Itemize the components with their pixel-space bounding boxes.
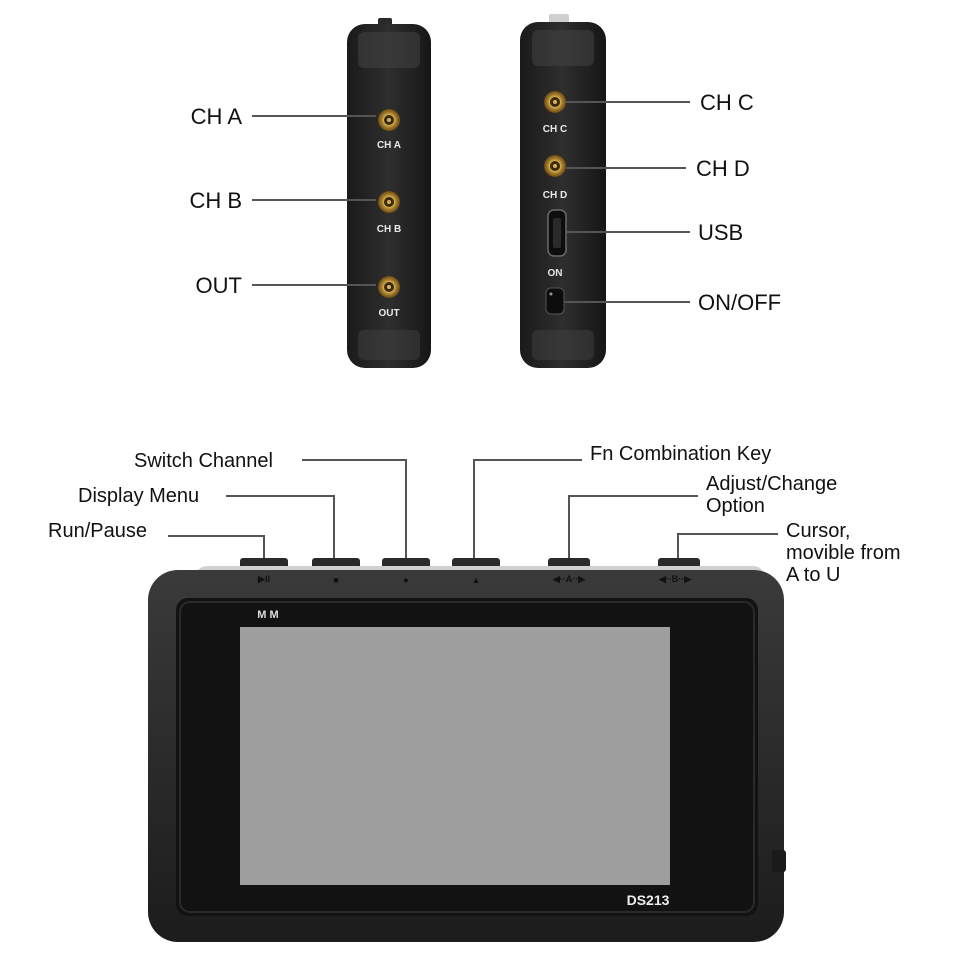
callout-line-run-pause xyxy=(168,535,265,558)
ch-d-connector xyxy=(544,155,566,177)
ch-c-connector xyxy=(544,91,566,113)
callout-display-menu: Display Menu xyxy=(78,485,199,507)
callout-line-display-menu xyxy=(226,495,335,558)
callout-line-fn-key xyxy=(473,459,582,558)
ch-b-connector xyxy=(378,191,400,213)
callout-adjust-line2: Option xyxy=(706,495,765,517)
model-label: DS213 xyxy=(627,892,670,908)
callout-run-pause: Run/Pause xyxy=(48,520,147,542)
callout-adjust-line1: Adjust/Change xyxy=(706,473,837,495)
callout-out: OUT xyxy=(196,273,242,298)
power-switch xyxy=(545,287,565,315)
run-pause-mark: ▶II xyxy=(257,574,270,584)
callout-cursor-line1: Cursor, xyxy=(786,520,850,542)
callout-ch-a: CH A xyxy=(191,104,243,129)
callout-cursor-line2: movible from xyxy=(786,542,900,564)
callout-cursor-line3: A to U xyxy=(786,564,840,586)
front-device xyxy=(148,558,786,942)
callout-line-adjust xyxy=(568,495,698,558)
switch-channel-mark: ● xyxy=(403,575,408,585)
callout-ch-b: CH B xyxy=(189,188,242,213)
callout-on-off: ON/OFF xyxy=(698,290,781,315)
callout-line-switch-channel xyxy=(302,459,407,558)
usb-port xyxy=(547,209,567,257)
brand-logo: M M xyxy=(257,609,278,621)
port-label-ch-b: CH B xyxy=(377,224,401,235)
callout-switch-channel: Switch Channel xyxy=(134,450,273,472)
callout-fn-key: Fn Combination Key xyxy=(590,443,771,465)
port-label-ch-a: CH A xyxy=(377,140,401,151)
port-label-on: ON xyxy=(548,268,563,279)
callout-ch-c: CH C xyxy=(700,90,754,115)
out-connector xyxy=(378,276,400,298)
right-side-device xyxy=(520,14,606,368)
callout-ch-d: CH D xyxy=(696,156,750,181)
cursor-b-mark: ◀··B··▶ xyxy=(658,574,692,584)
lcd-screen xyxy=(240,627,670,885)
port-label-out: OUT xyxy=(378,308,399,319)
display-menu-mark: ■ xyxy=(333,575,338,585)
cursor-a-mark: ◀··A··▶ xyxy=(552,574,586,584)
ch-a-connector xyxy=(378,109,400,131)
port-label-ch-c: CH C xyxy=(543,124,567,135)
callout-usb: USB xyxy=(698,220,743,245)
fn-key-mark: ▲ xyxy=(472,575,481,585)
callout-line-cursor xyxy=(677,533,778,558)
port-label-ch-d: CH D xyxy=(543,190,567,201)
